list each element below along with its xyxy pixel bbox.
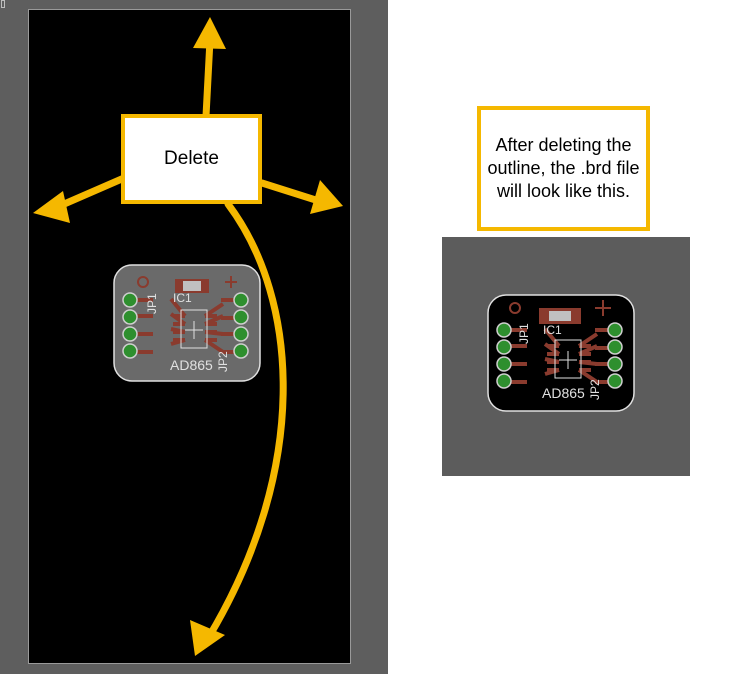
ic1-label-after: IC1 [543,323,562,337]
ic1-label: IC1 [173,291,192,305]
delete-callout: Delete [121,114,262,204]
jp1-label-after: JP1 [517,323,531,344]
part-label: AD865 [170,357,213,373]
delete-callout-text: Delete [164,148,219,169]
jp2-label: JP2 [216,351,230,372]
left-workspace: JP1 IC1 AD865 JP2 [0,0,388,674]
pcb-board-with-outline[interactable]: JP1 IC1 AD865 JP2 [113,264,261,382]
window-corner-mark [1,0,5,8]
after-deleting-callout: After deleting the outline, the .brd fil… [477,106,650,231]
jp2-label-after: JP2 [588,379,602,400]
pcb-board-after-delete[interactable]: JP1 IC1 AD865 JP2 [487,294,635,412]
jp1-label: JP1 [145,293,159,314]
after-deleting-callout-text: After deleting the outline, the .brd fil… [487,135,640,201]
part-label-after: AD865 [542,385,585,401]
